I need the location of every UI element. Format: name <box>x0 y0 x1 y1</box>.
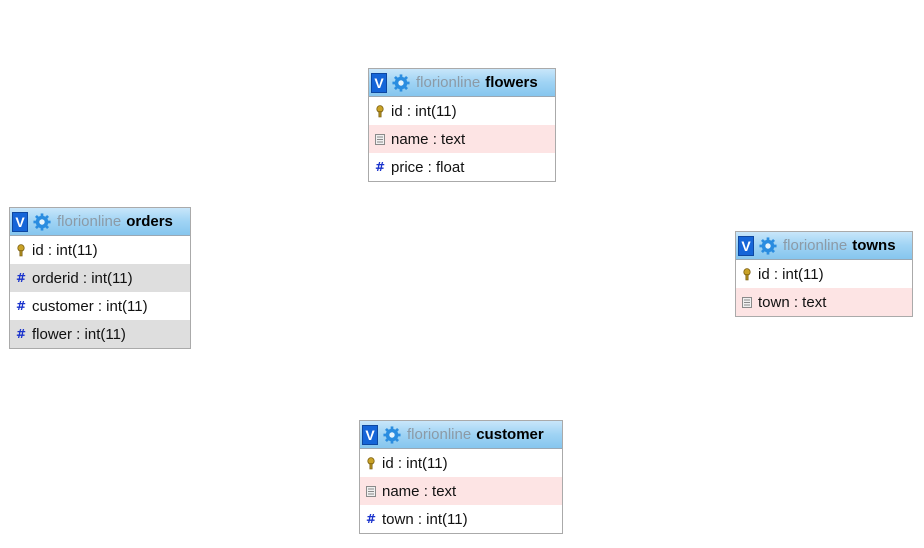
table-customer[interactable]: V florionline customer id : int(11) <box>359 420 563 534</box>
column-label: orderid : int(11) <box>32 269 133 287</box>
numeric-column-icon: # <box>365 512 377 526</box>
gear-icon[interactable] <box>392 73 410 92</box>
column-label: id : int(11) <box>391 102 457 120</box>
numeric-column-icon: # <box>15 299 27 313</box>
table-header[interactable]: V florionline flowers <box>369 69 555 97</box>
column-row[interactable]: # flower : int(11) <box>10 320 190 348</box>
table-header[interactable]: V florionline customer <box>360 421 562 449</box>
text-column-icon <box>742 295 752 309</box>
column-label: town : text <box>758 293 827 311</box>
database-name: florionline <box>783 237 848 254</box>
table-header[interactable]: V florionline towns <box>736 232 912 260</box>
primary-key-icon <box>742 267 752 281</box>
numeric-column-icon: # <box>374 160 386 174</box>
numeric-column-icon: # <box>15 271 27 285</box>
table-towns[interactable]: V florionline towns id : int(11) <box>735 231 913 317</box>
column-row[interactable]: id : int(11) <box>10 236 190 264</box>
column-row[interactable]: id : int(11) <box>736 260 912 288</box>
column-row[interactable]: town : text <box>736 288 912 316</box>
column-label: price : float <box>391 158 465 176</box>
column-row[interactable]: id : int(11) <box>369 97 555 125</box>
table-name[interactable]: orders <box>126 213 173 230</box>
database-name: florionline <box>416 74 481 91</box>
column-row[interactable]: name : text <box>369 125 555 153</box>
text-column-icon <box>366 484 376 498</box>
column-label: id : int(11) <box>382 454 448 472</box>
toggle-visibility-icon[interactable]: V <box>371 72 387 93</box>
gear-icon[interactable] <box>33 212 51 231</box>
database-name: florionline <box>57 213 122 230</box>
primary-key-icon <box>375 104 385 118</box>
toggle-visibility-icon[interactable]: V <box>362 424 378 445</box>
column-row[interactable]: name : text <box>360 477 562 505</box>
column-row[interactable]: # price : float <box>369 153 555 181</box>
table-name[interactable]: flowers <box>485 74 538 91</box>
toggle-visibility-icon[interactable]: V <box>12 211 28 232</box>
column-label: id : int(11) <box>32 241 98 259</box>
table-header[interactable]: V florionline orders <box>10 208 190 236</box>
gear-icon[interactable] <box>383 425 401 444</box>
column-label: name : text <box>391 130 466 148</box>
table-name[interactable]: towns <box>852 237 896 254</box>
table-flowers[interactable]: V florionline flowers id : int(11) <box>368 68 556 182</box>
gear-icon[interactable] <box>759 236 777 255</box>
table-orders[interactable]: V florionline orders id : int(11) # <box>9 207 191 349</box>
primary-key-icon <box>16 243 26 257</box>
column-label: flower : int(11) <box>32 325 126 343</box>
column-row[interactable]: id : int(11) <box>360 449 562 477</box>
column-row[interactable]: # orderid : int(11) <box>10 264 190 292</box>
column-label: id : int(11) <box>758 265 824 283</box>
column-row[interactable]: # town : int(11) <box>360 505 562 533</box>
column-label: town : int(11) <box>382 510 468 528</box>
text-column-icon <box>375 132 385 146</box>
numeric-column-icon: # <box>15 327 27 341</box>
toggle-visibility-icon[interactable]: V <box>738 235 754 256</box>
column-row[interactable]: # customer : int(11) <box>10 292 190 320</box>
table-name[interactable]: customer <box>476 426 544 443</box>
column-label: customer : int(11) <box>32 297 148 315</box>
database-name: florionline <box>407 426 472 443</box>
column-label: name : text <box>382 482 457 500</box>
primary-key-icon <box>366 456 376 470</box>
